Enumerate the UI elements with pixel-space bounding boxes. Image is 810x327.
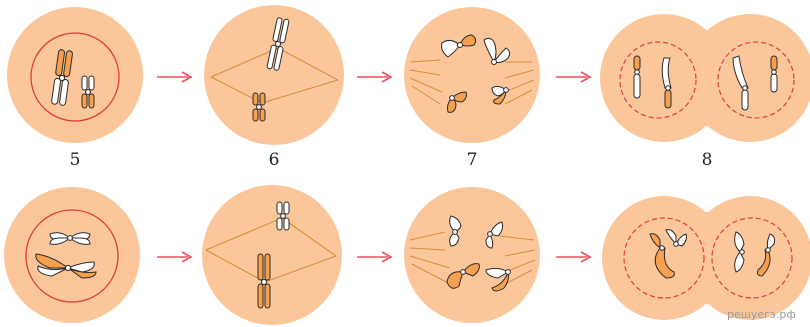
chromosome	[665, 229, 687, 247]
stage-label-5: 5	[69, 150, 81, 170]
nucleus-membrane	[619, 41, 697, 119]
nucleus-membrane	[623, 217, 705, 299]
nucleus-membrane	[711, 217, 793, 299]
chromosome	[633, 55, 641, 99]
cell-bottom-1	[4, 187, 140, 323]
chromosome-v	[485, 221, 503, 249]
chromosome-v	[449, 215, 462, 247]
spindle	[205, 217, 337, 283]
chromosome	[734, 231, 745, 273]
nucleus-membrane	[30, 32, 120, 122]
chromosome-long	[266, 17, 290, 71]
arrow-right-icon	[556, 71, 592, 83]
cell-top-2	[204, 5, 344, 145]
chromosome-hook	[446, 263, 480, 289]
stage-label-7: 7	[466, 150, 478, 170]
nucleus-membrane	[25, 209, 119, 303]
cell-bottom-3	[404, 187, 540, 323]
chromosome-x	[49, 232, 91, 245]
chromosome	[649, 233, 675, 279]
chromosome-short	[276, 201, 290, 231]
cell-top-3	[404, 7, 540, 143]
arrow-right-icon	[157, 71, 193, 83]
cell-bottom-2	[202, 185, 342, 325]
nucleus-membrane	[717, 41, 795, 119]
stage-label-6: 6	[268, 150, 280, 170]
chromosome-v	[441, 34, 477, 58]
stage-label-8: 8	[701, 150, 713, 170]
cell-top-1	[7, 7, 143, 143]
chromosome-small	[491, 85, 509, 105]
cell-top-4	[600, 14, 810, 142]
spindle-rays	[409, 231, 536, 285]
chromosome-long	[51, 49, 73, 106]
chromosome-short	[81, 75, 95, 109]
chromosome	[770, 55, 778, 93]
chromosome-long	[257, 253, 271, 309]
arrow-right-icon	[556, 251, 592, 263]
chromosome-hook	[447, 91, 467, 113]
chromosome-long-x	[35, 253, 97, 279]
arrow-right-icon	[357, 251, 393, 263]
chromosome-short	[252, 92, 266, 122]
chromosome-hook	[485, 267, 511, 292]
chromosome	[732, 55, 749, 111]
chromosome	[661, 57, 672, 109]
cell-bottom-4	[602, 196, 810, 320]
chromosome	[757, 233, 775, 277]
arrow-right-icon	[357, 71, 393, 83]
chromosome-v	[483, 37, 511, 65]
arrow-right-icon	[157, 251, 193, 263]
watermark: решуегэ.рф	[727, 308, 796, 321]
spindle-rays	[409, 59, 535, 105]
